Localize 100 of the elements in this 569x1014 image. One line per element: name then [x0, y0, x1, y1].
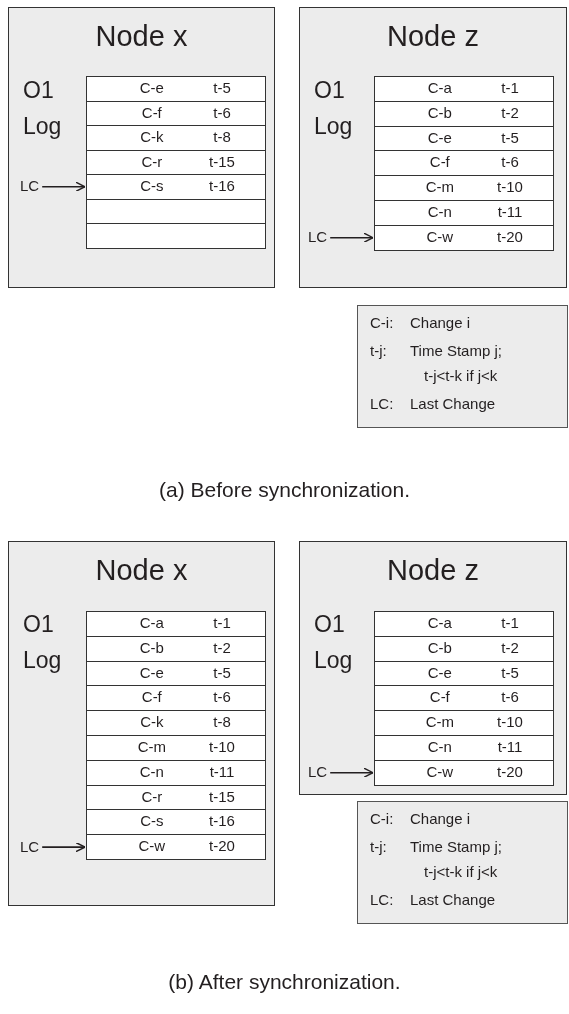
log-row: [86, 735, 266, 761]
log-row: [86, 100, 266, 126]
change-id: C-r: [141, 787, 163, 805]
legend-text: t-j<t-k if j<k: [424, 367, 498, 384]
change-id: C-n: [427, 203, 452, 220]
legend-key: t-j:: [370, 838, 387, 855]
lc-label: LC: [308, 763, 328, 781]
legend-text: Time Stamp j;: [410, 342, 502, 359]
change-id: C-f: [429, 688, 450, 706]
timestamp: t-8: [213, 128, 231, 145]
change-id: C-s: [140, 812, 164, 830]
timestamp: t-2: [501, 103, 519, 121]
change-id: C-a: [427, 79, 452, 96]
timestamp: t-2: [213, 638, 231, 656]
change-id: C-s: [140, 177, 164, 194]
log-row: [374, 76, 554, 102]
node-title: Node x: [94, 554, 189, 587]
log-row: [374, 100, 554, 127]
change-id: C-k: [140, 713, 164, 731]
legend-box: [357, 305, 568, 428]
timestamp: t-5: [501, 663, 519, 681]
log-row: [374, 150, 554, 177]
legend-key: t-j:: [370, 342, 387, 359]
timestamp: t-6: [213, 103, 231, 121]
timestamp: t-2: [501, 638, 519, 656]
change-id: C-b: [139, 638, 164, 656]
log-row: [374, 200, 554, 226]
lc-label: LC: [308, 228, 328, 246]
timestamp: t-10: [497, 713, 523, 731]
log-row: [374, 611, 554, 637]
change-id: C-f: [141, 688, 162, 706]
change-id: C-f: [141, 103, 162, 121]
change-id: C-n: [139, 762, 164, 780]
log-label: O1 Log: [314, 76, 354, 141]
timestamp: t-6: [213, 688, 231, 706]
legend-text: Change i: [410, 810, 471, 827]
timestamp: t-10: [209, 738, 235, 755]
log-row: [374, 224, 554, 251]
log-row: [86, 685, 266, 712]
log-label: O1 Log: [23, 610, 63, 675]
log-row: [86, 784, 266, 811]
timestamp: t-11: [209, 762, 235, 780]
legend-key: C-i:: [370, 810, 394, 827]
change-id: C-b: [427, 103, 452, 121]
change-id: C-a: [427, 614, 452, 631]
log-row: [86, 223, 266, 249]
log-row: [86, 174, 266, 200]
change-id: C-w: [138, 837, 166, 855]
legend-text: LC:: [370, 395, 394, 412]
timestamp: t-5: [213, 79, 231, 96]
log-row: [374, 759, 554, 786]
log-label: O1 Log: [314, 610, 354, 675]
legend-text: LC:: [370, 891, 394, 908]
log-row: [86, 125, 266, 151]
arrow: [329, 232, 374, 243]
log-row: [86, 759, 266, 786]
node-title: Node x: [94, 20, 189, 53]
timestamp: t-20: [497, 227, 523, 245]
change-id: C-r: [141, 152, 163, 170]
change-id: C-b: [427, 638, 452, 656]
timestamp: t-1: [501, 614, 519, 631]
caption: (a) Before synchronization.: [158, 478, 411, 502]
timestamp: t-5: [213, 663, 231, 681]
log-row: [374, 635, 554, 662]
timestamp: t-1: [501, 79, 519, 96]
legend-text: Change i: [410, 314, 471, 331]
timestamp: t-15: [209, 152, 235, 170]
arrow: [329, 767, 374, 778]
timestamp: t-5: [501, 128, 519, 146]
change-id: C-e: [139, 79, 164, 96]
change-id: C-w: [426, 227, 454, 245]
log-row: [86, 635, 266, 662]
change-id: C-m: [425, 178, 454, 196]
node-title: Node z: [386, 20, 480, 53]
timestamp: t-11: [497, 738, 523, 755]
timestamp: t-15: [209, 787, 235, 805]
change-id: C-m: [137, 738, 166, 755]
log-row: [86, 660, 266, 687]
legend-key: C-i:: [370, 314, 394, 331]
change-id: C-e: [139, 663, 164, 681]
timestamp: t-8: [213, 713, 231, 731]
log-label: O1 Log: [23, 76, 63, 141]
timestamp: t-20: [497, 762, 523, 780]
change-id: C-e: [427, 663, 452, 681]
log-row: [86, 710, 266, 736]
change-id: C-f: [429, 153, 450, 171]
legend-text: t-j<t-k if j<k: [424, 863, 498, 880]
arrow: [41, 181, 86, 192]
arrow: [41, 841, 86, 853]
timestamp: t-6: [501, 688, 519, 706]
log-row: [374, 735, 554, 761]
timestamp: t-11: [497, 203, 523, 220]
caption: (b) After synchronization.: [167, 970, 402, 994]
change-id: C-n: [427, 738, 452, 755]
change-id: C-w: [426, 762, 454, 780]
log-row: [86, 834, 266, 860]
legend-text: Time Stamp j;: [410, 838, 502, 855]
legend-key: Last Change: [410, 395, 496, 412]
lc-label: LC: [20, 837, 40, 855]
log-row: [86, 198, 266, 224]
